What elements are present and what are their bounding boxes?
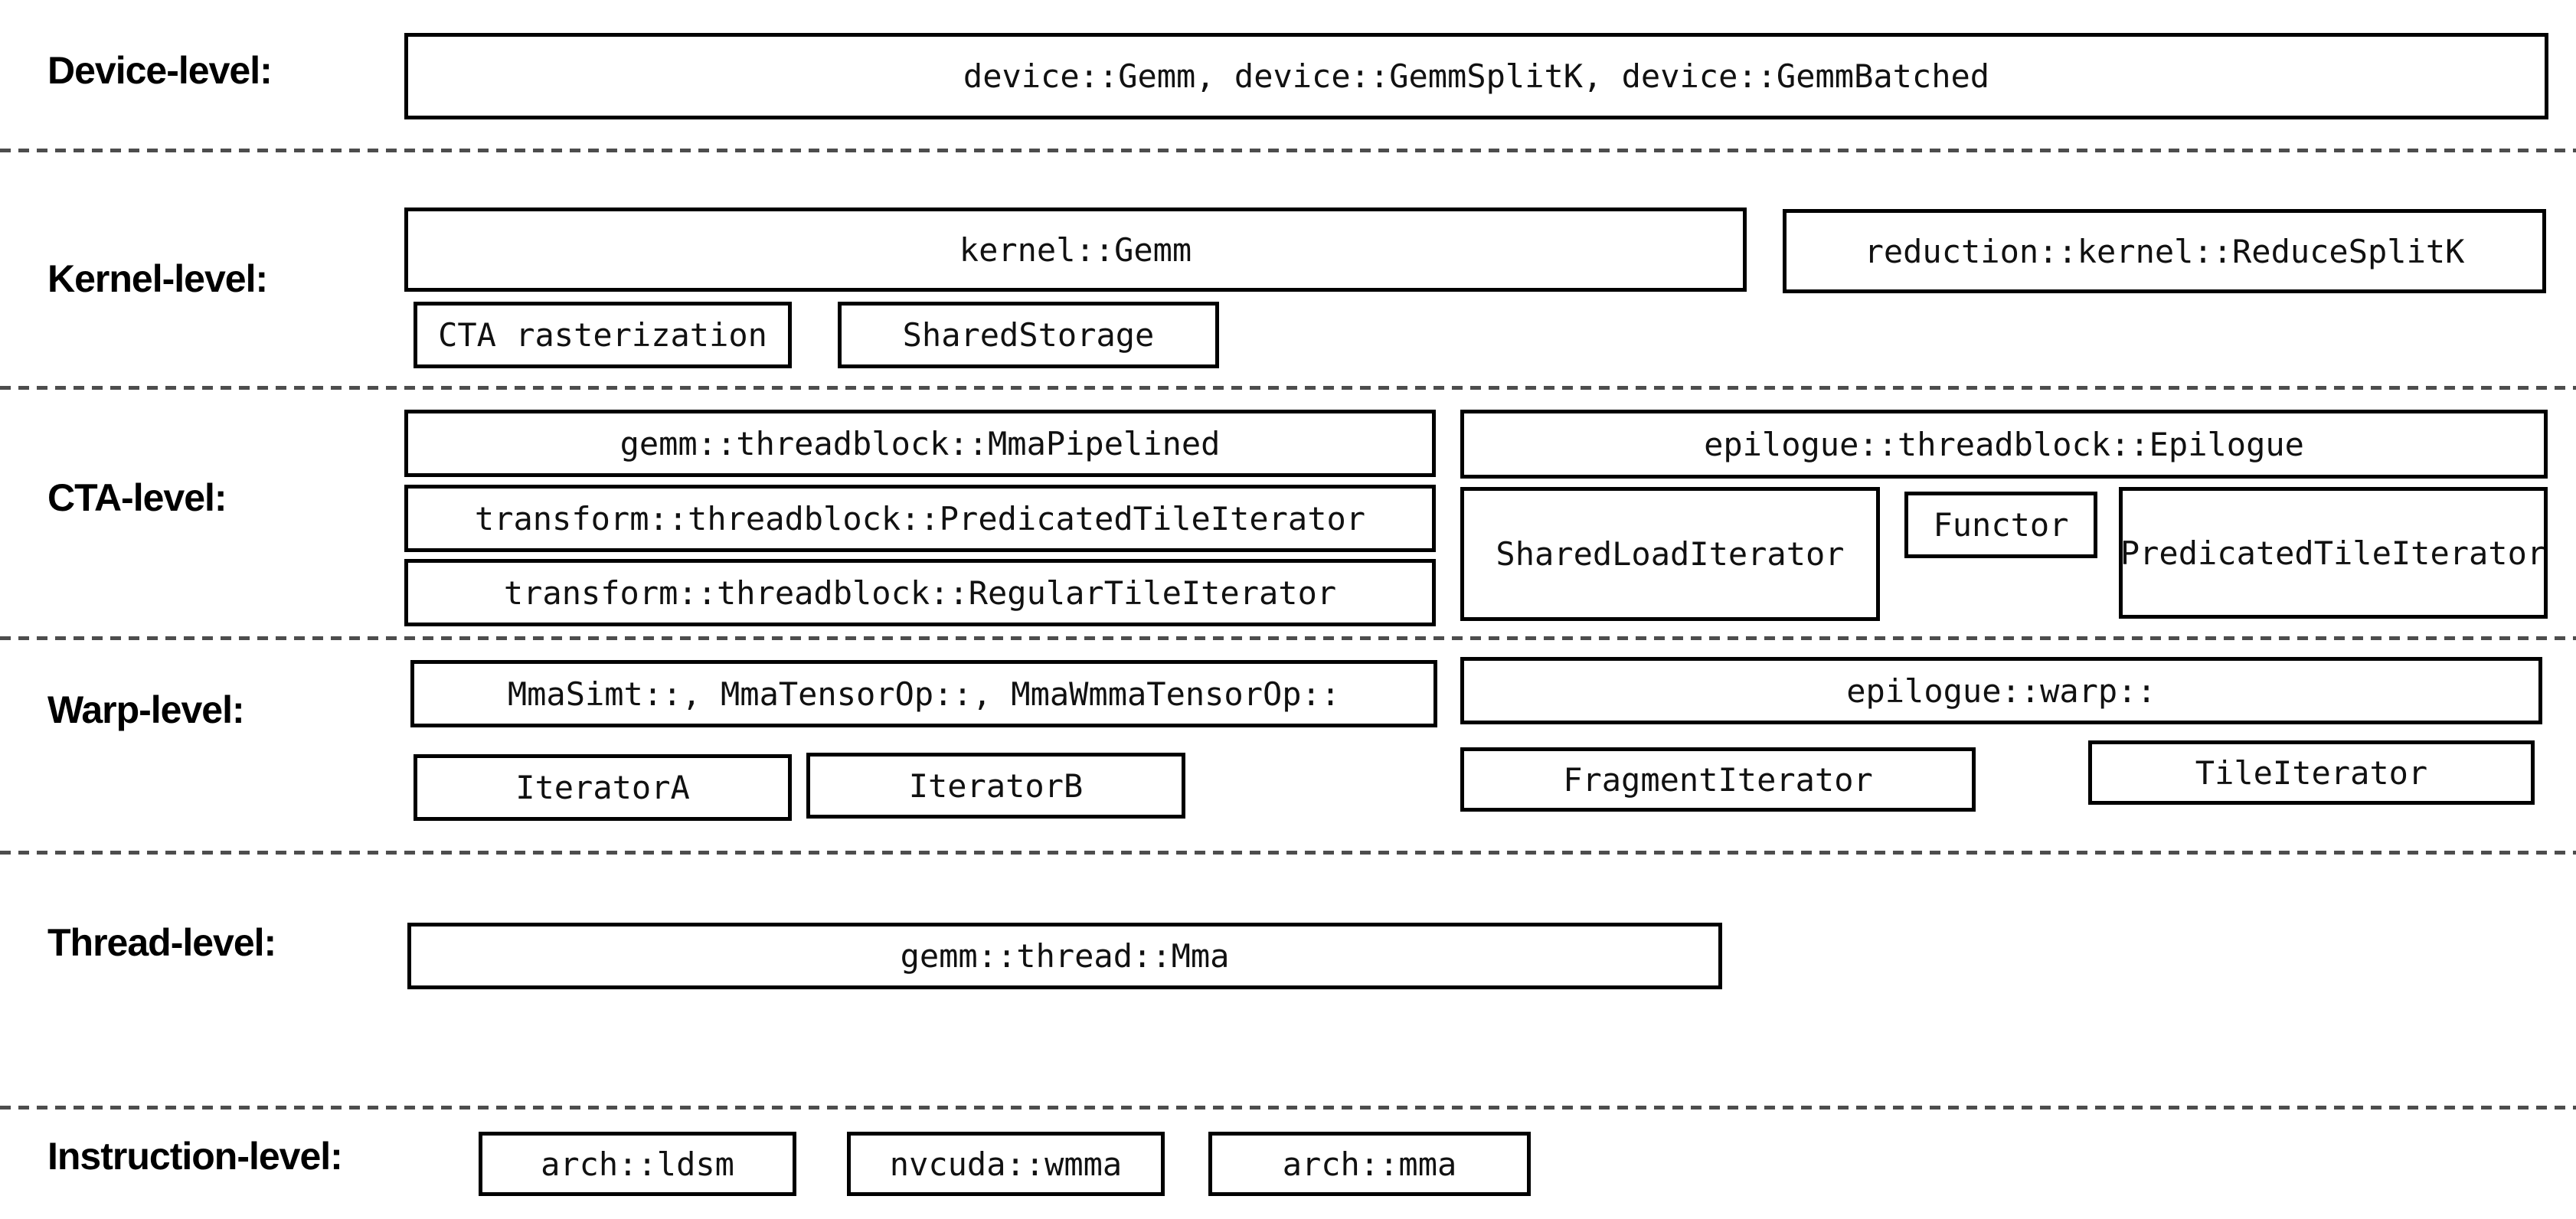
box-cta-rasterization: CTA rasterization xyxy=(414,302,792,368)
label-kernel-level: Kernel-level: xyxy=(47,257,268,300)
box-tile-iterator: TileIterator xyxy=(2088,740,2535,805)
level-separator xyxy=(0,149,2576,152)
box-arch-ldsm: arch::ldsm xyxy=(479,1132,796,1196)
box-predicated-tile-iterator-load: transform::threadblock::PredicatedTileIt… xyxy=(404,485,1436,552)
label-instruction-level: Instruction-level: xyxy=(47,1135,343,1178)
box-predicated-tile-iterator-store: PredicatedTileIterator xyxy=(2119,487,2548,619)
level-separator xyxy=(0,386,2576,390)
level-separator xyxy=(0,851,2576,855)
box-kernel-gemm: kernel::Gemm xyxy=(404,208,1747,292)
box-epilogue-threadblock: epilogue::threadblock::Epilogue xyxy=(1460,410,2548,479)
box-fragment-iterator: FragmentIterator xyxy=(1460,747,1976,812)
box-functor: Functor xyxy=(1904,492,2097,558)
box-mma-pipelined: gemm::threadblock::MmaPipelined xyxy=(404,410,1436,477)
box-shared-storage: SharedStorage xyxy=(838,302,1219,368)
box-iterator-a: IteratorA xyxy=(414,754,792,821)
label-device-level: Device-level: xyxy=(47,49,273,92)
label-thread-level: Thread-level: xyxy=(47,921,276,964)
label-warp-level: Warp-level: xyxy=(47,688,245,731)
level-separator xyxy=(0,636,2576,640)
box-regular-tile-iterator: transform::threadblock::RegularTileItera… xyxy=(404,559,1436,626)
box-arch-mma: arch::mma xyxy=(1208,1132,1531,1196)
box-thread-mma: gemm::thread::Mma xyxy=(407,923,1722,989)
box-iterator-b: IteratorB xyxy=(806,753,1185,819)
box-reduce-splitk: reduction::kernel::ReduceSplitK xyxy=(1783,209,2546,293)
label-cta-level: CTA-level: xyxy=(47,476,227,519)
box-mma-warp: MmaSimt::, MmaTensorOp::, MmaWmmaTensorO… xyxy=(410,660,1437,727)
box-nvcuda-wmma: nvcuda::wmma xyxy=(847,1132,1165,1196)
level-separator xyxy=(0,1106,2576,1110)
box-epilogue-warp: epilogue::warp:: xyxy=(1460,657,2542,724)
box-device-gemm: device::Gemm, device::GemmSplitK, device… xyxy=(404,33,2548,119)
box-shared-load-iterator: SharedLoadIterator xyxy=(1460,487,1880,621)
